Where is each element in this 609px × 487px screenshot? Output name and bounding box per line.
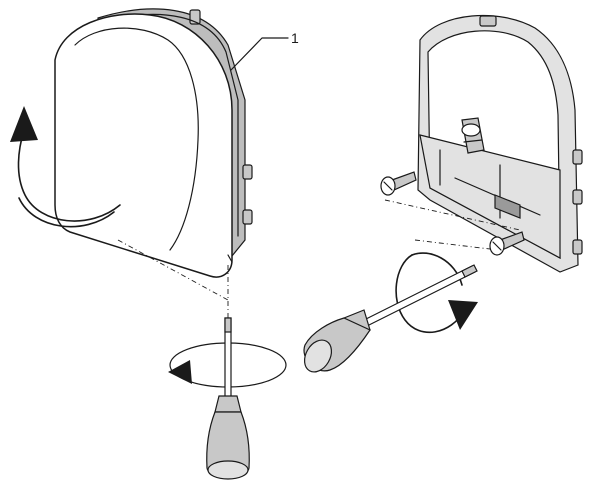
base-floor xyxy=(419,134,561,260)
screwdriver-diagonal-handle-end xyxy=(303,339,333,373)
cover-rotate-arrow-shaft-inner xyxy=(18,197,115,228)
base-top-clip xyxy=(479,15,497,27)
rim-stud-right-1 xyxy=(242,164,253,180)
base-clip-detail xyxy=(463,139,483,143)
base-stud-2 xyxy=(572,189,583,205)
screw-upper-slot xyxy=(383,181,393,191)
screwdriver-diagonal xyxy=(303,252,478,373)
callout-1-leader xyxy=(230,37,289,71)
cover-rotate-arrow-shaft xyxy=(17,129,121,222)
base-part xyxy=(417,14,583,273)
right-screw-line-bottom xyxy=(414,239,499,251)
screwdriver-vertical-tip xyxy=(224,317,232,333)
screwdriver-diagonal-rotation-ring xyxy=(395,254,466,334)
cover-part xyxy=(54,8,253,278)
callout-1: 1 xyxy=(230,30,299,71)
callout-1-label: 1 xyxy=(291,30,299,46)
screw-upper-thread xyxy=(391,171,417,191)
screwdriver-vertical-rotation-head xyxy=(168,360,192,384)
base-center-clip xyxy=(461,117,485,154)
cover-rotate-arrow xyxy=(10,106,121,228)
screwdriver-vertical-handle-end xyxy=(207,460,249,480)
screwdriver-vertical-ferrule xyxy=(214,395,242,413)
cover-rotate-arrow-head xyxy=(10,106,38,142)
base-stud-3 xyxy=(572,239,583,255)
cover-notch xyxy=(227,254,233,263)
cover-face xyxy=(54,13,233,278)
rim-stud-right-2 xyxy=(242,209,253,225)
screw-upper xyxy=(380,171,417,196)
screwdriver-vertical xyxy=(168,317,287,480)
screw-lower-slot xyxy=(492,241,502,251)
base-stud-1 xyxy=(572,149,583,165)
base-pocket xyxy=(494,194,521,219)
base-clip-ring xyxy=(461,123,481,137)
left-alignment-line xyxy=(117,239,229,301)
screw-lower xyxy=(489,231,525,256)
screwdriver-diagonal-rotation-head xyxy=(448,300,478,330)
cover-dome-contour xyxy=(74,27,199,251)
screwdriver-diagonal-tip xyxy=(461,264,478,278)
